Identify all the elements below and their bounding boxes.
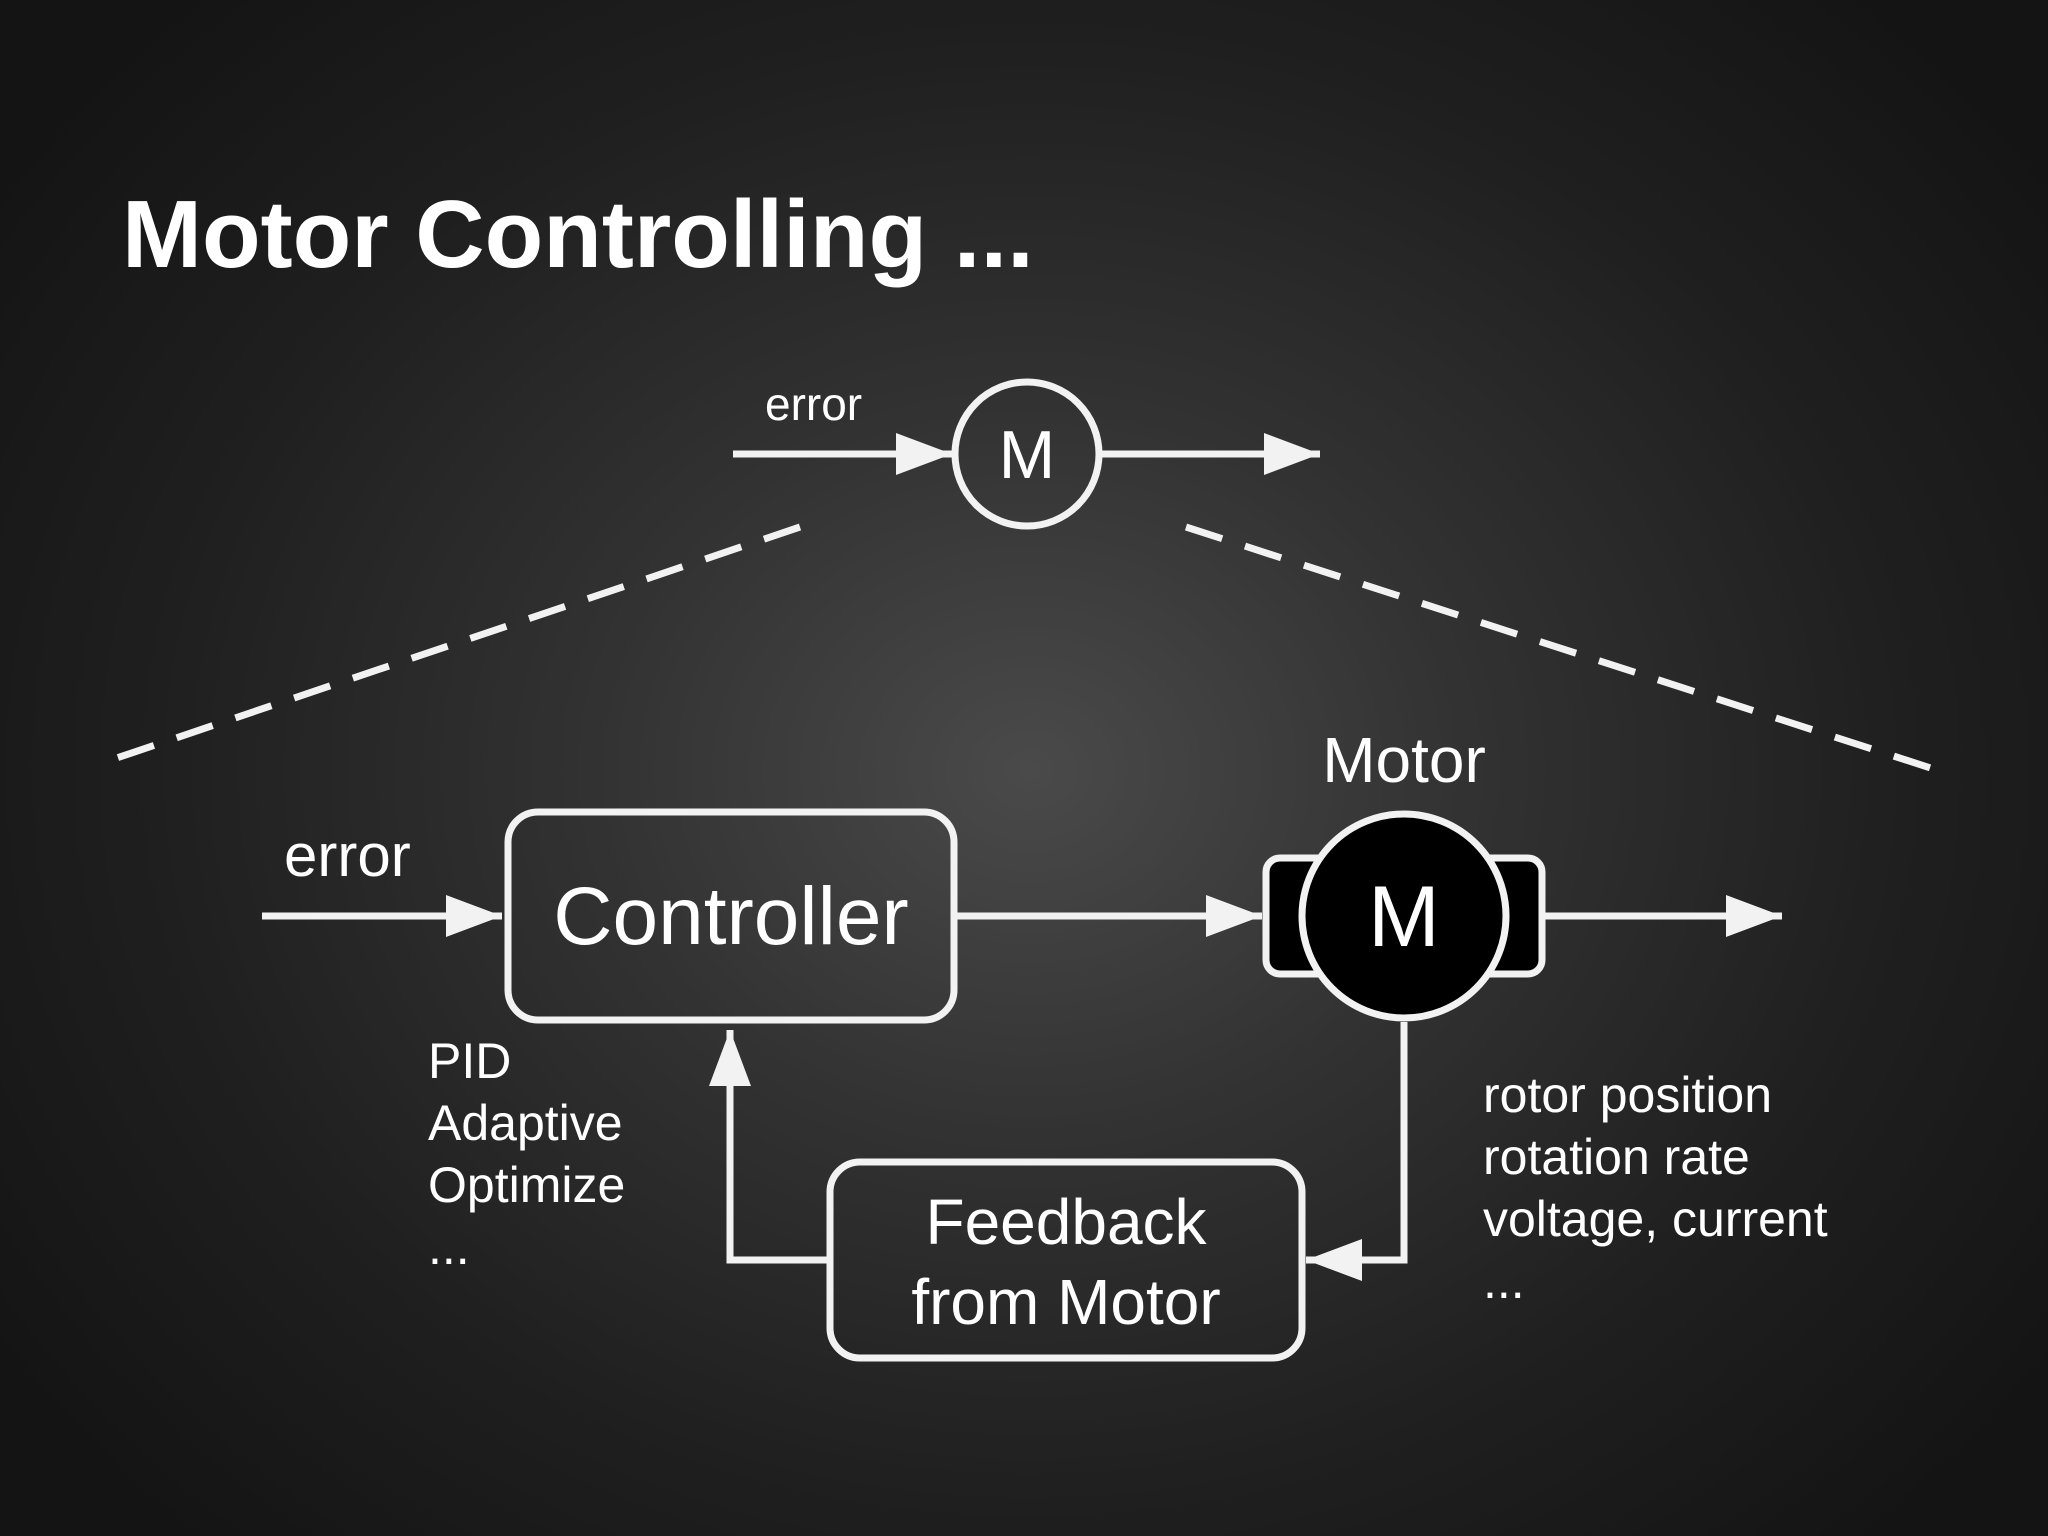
top-motor-circle [951, 378, 1103, 530]
controller-box [504, 808, 958, 1024]
feedback-signal-1: rotor position [1483, 1067, 1772, 1123]
motor-title: Motor [1322, 724, 1486, 796]
controller-method-1: PID [428, 1033, 511, 1089]
feedback-box [826, 1158, 1306, 1362]
bottom-error-label: error [284, 822, 411, 889]
motor-circle [1298, 810, 1510, 1022]
feedback-signal-2: rotation rate [1483, 1129, 1750, 1185]
feedback-signal-4: ... [1483, 1253, 1525, 1309]
top-error-label: error [765, 378, 862, 430]
zoom-guide-right [1184, 523, 1948, 777]
zoom-guide-left [100, 523, 802, 767]
controller-label: Controller [553, 871, 908, 962]
slide-title: Motor Controlling ... [122, 181, 1034, 288]
motor-to-feedback-arrow [1306, 1022, 1408, 1281]
feedback-label-line1: Feedback [925, 1186, 1207, 1258]
controller-method-3: Optimize [428, 1157, 625, 1213]
motor-symbol: M [1368, 869, 1440, 965]
feedback-to-controller-arrow [709, 1030, 827, 1264]
top-motor-symbol: M [999, 417, 1056, 493]
controller-method-4: ... [428, 1219, 470, 1275]
feedback-signal-3: voltage, current [1483, 1191, 1828, 1247]
controller-method-2: Adaptive [428, 1095, 623, 1151]
feedback-label-line2: from Motor [911, 1266, 1220, 1338]
